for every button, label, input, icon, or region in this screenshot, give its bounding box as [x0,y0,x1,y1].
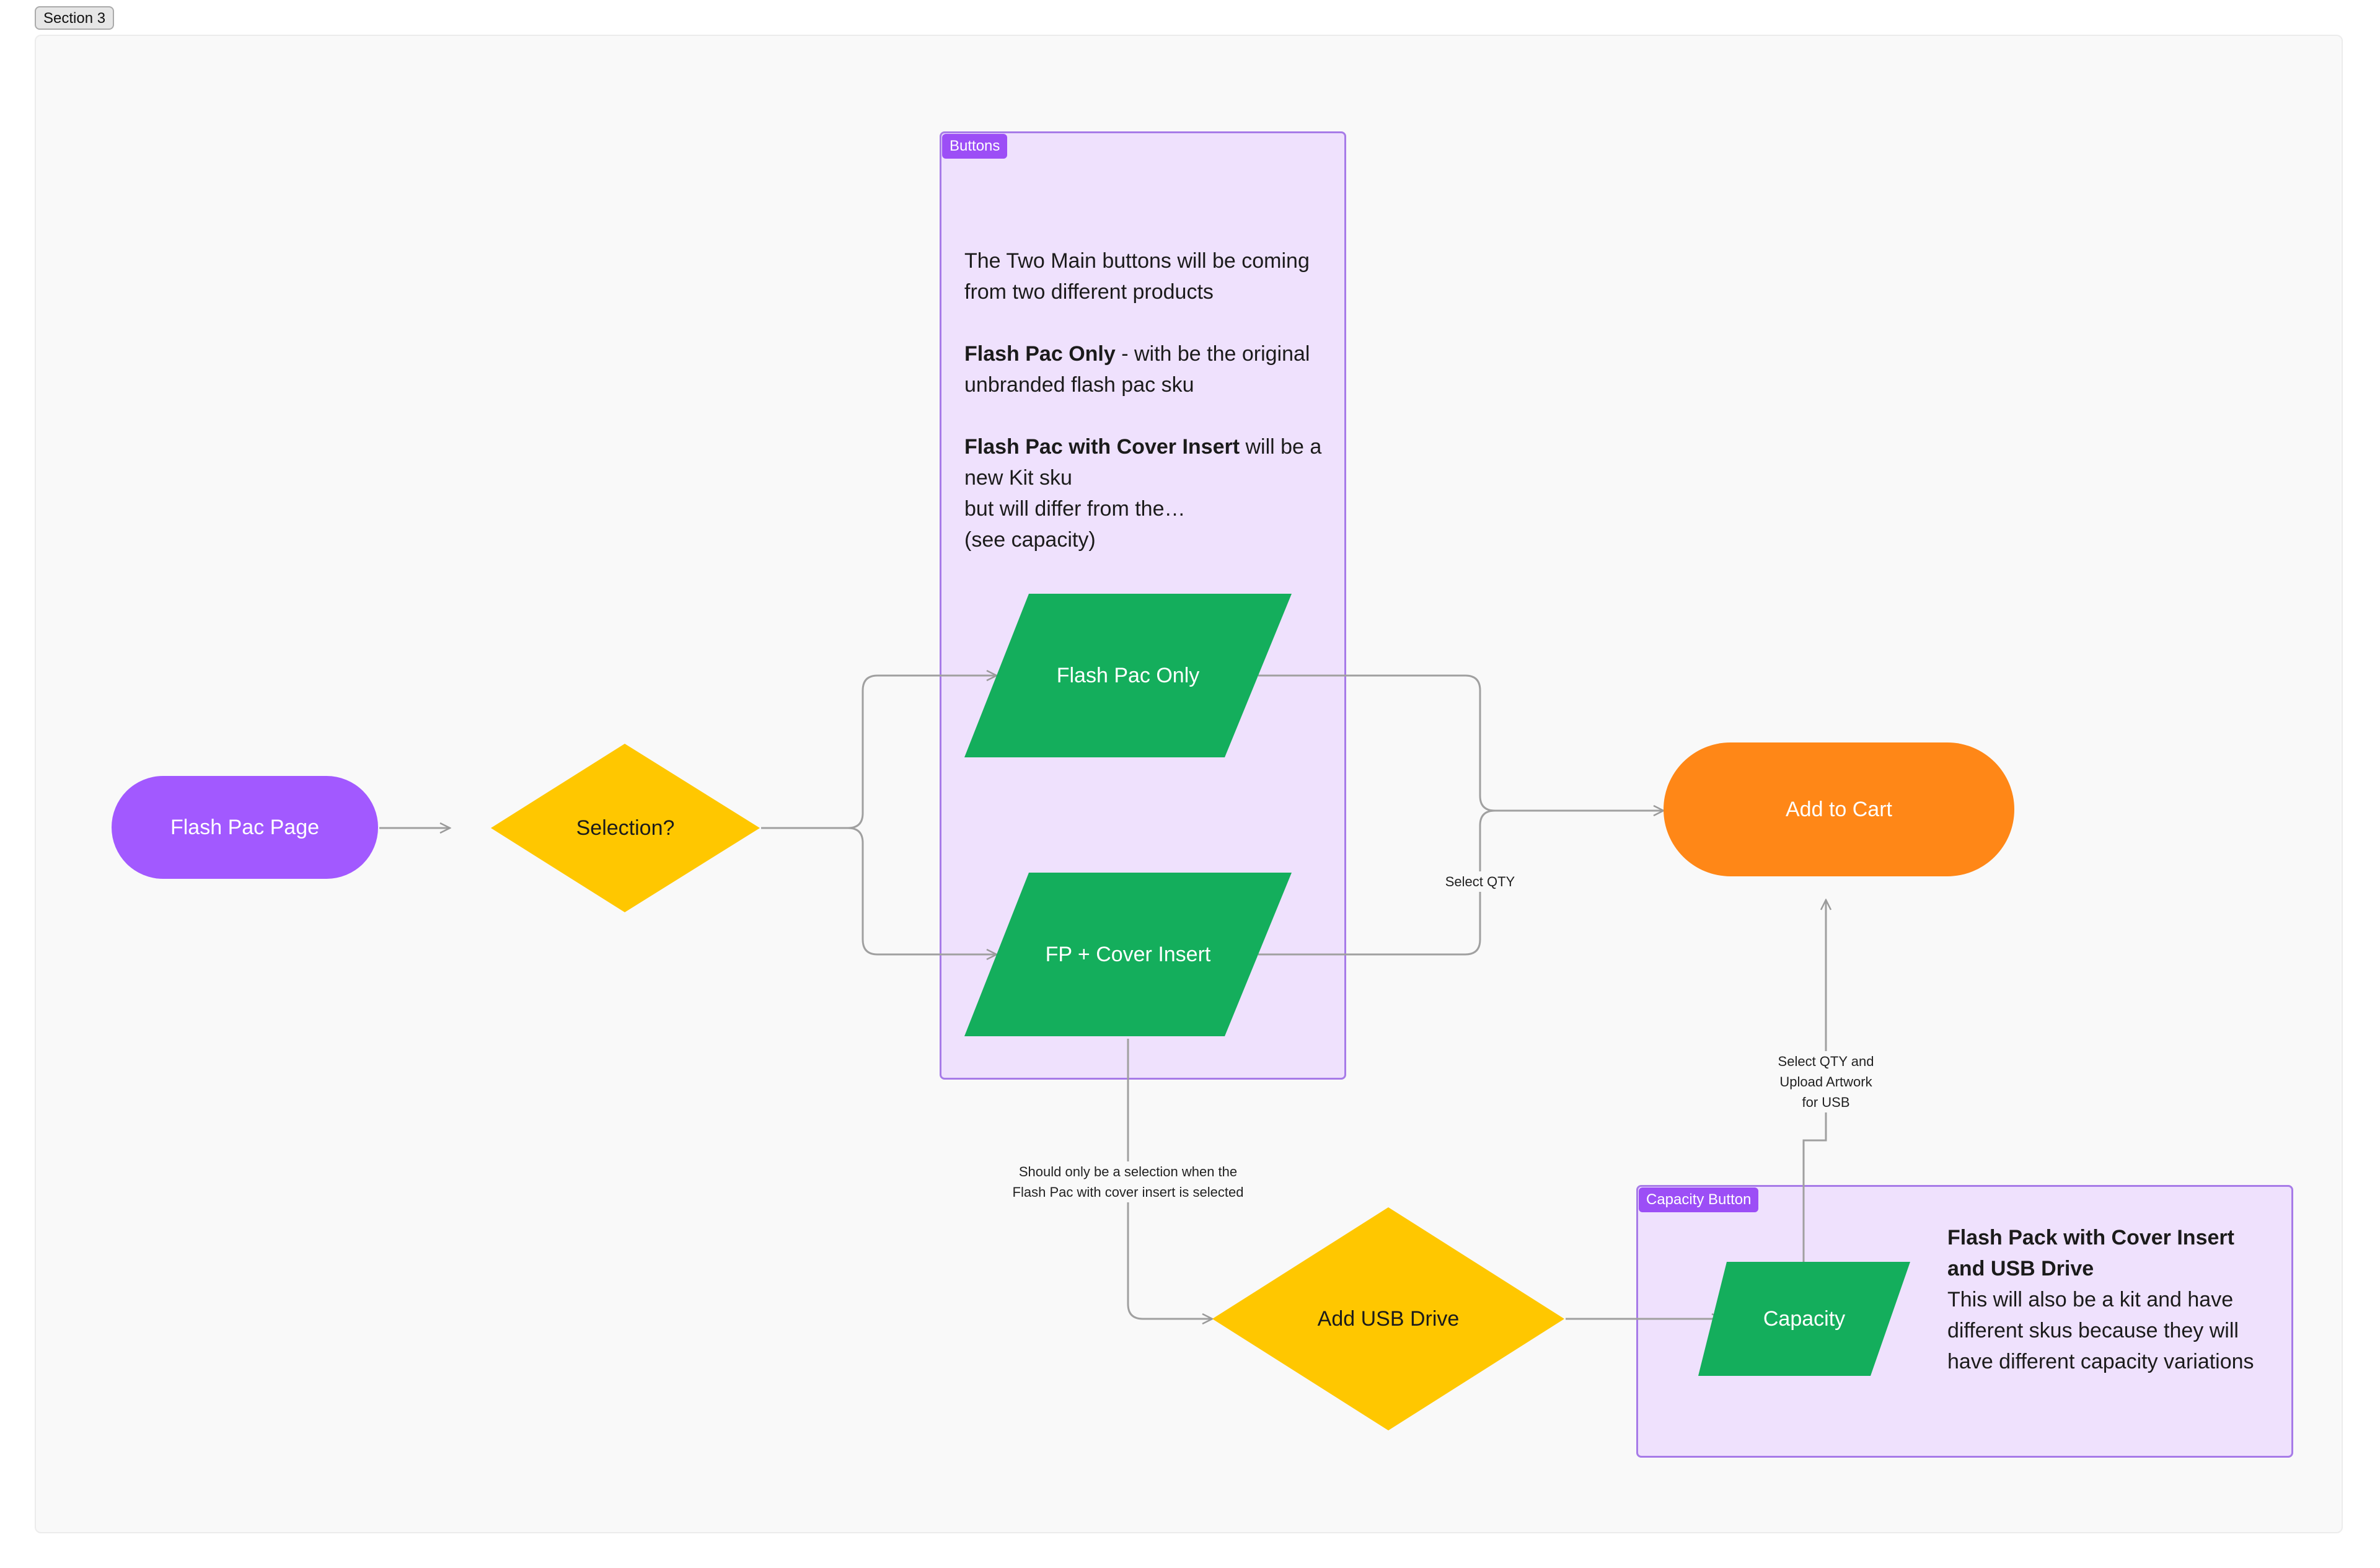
section-label[interactable]: Section 3 [35,6,115,30]
edge-label-select-qty-upload: Select QTY and Upload Artwork for USB [1752,1051,1900,1112]
add-usb-drive-label[interactable]: Add USB Drive [1317,1306,1460,1331]
buttons-note-differ: but will differ from the… [964,497,1186,521]
flash-pac-only-label[interactable]: Flash Pac Only [1056,663,1200,687]
add-usb-drive-shape[interactable] [1212,1207,1564,1430]
edge-flash-pac-only-to-cart [1258,674,1664,811]
fp-cover-insert-shape[interactable] [964,873,1292,1036]
selection-decision-shape[interactable] [491,744,760,912]
buttons-note-flash-pac-only: Flash Pac Only - with be the original un… [964,342,1310,397]
capacity-group-tag[interactable]: Capacity Button [1639,1187,1759,1212]
capacity-note: Flash Pack with Cover Insert and USB Dri… [1947,1222,2270,1377]
buttons-note-see-capacity: (see capacity) [964,528,1096,552]
flash-pac-page-label[interactable]: Flash Pac Page [170,815,320,839]
capacity-note-title: Flash Pack with Cover Insert and USB Dri… [1947,1226,2234,1280]
edge-label-usb-condition: Should only be a selection when the Flas… [979,1161,1277,1202]
edge-fp-cover-to-usb [1127,1039,1212,1319]
buttons-note: The Two Main buttons will be coming from… [964,245,1330,555]
flash-pac-page-shape[interactable] [112,776,378,879]
buttons-note-intro: The Two Main buttons will be coming from… [964,249,1310,304]
edge-fp-cover-to-cart [1258,809,1496,956]
fp-cover-insert-label[interactable]: FP + Cover Insert [1045,942,1211,966]
flash-pac-only-shape[interactable] [964,594,1292,757]
buttons-group-tag[interactable]: Buttons [942,134,1008,159]
capacity-label[interactable]: Capacity [1763,1306,1846,1331]
add-to-cart-label[interactable]: Add to Cart [1786,797,1892,821]
capacity-note-body: This will also be a kit and have differe… [1947,1288,2254,1373]
edge-selection-to-flash-pac-only [761,676,997,829]
edge-capacity-to-cart [1802,900,1826,1262]
add-to-cart-shape[interactable] [1664,742,2014,876]
edge-selection-to-fp-cover [847,827,997,954]
capacity-shape[interactable] [1698,1262,1910,1376]
selection-label[interactable]: Selection? [576,816,675,840]
edge-label-select-qty: Select QTY [1437,871,1523,892]
buttons-note-cover-insert: Flash Pac with Cover Insert will be a ne… [964,435,1322,490]
